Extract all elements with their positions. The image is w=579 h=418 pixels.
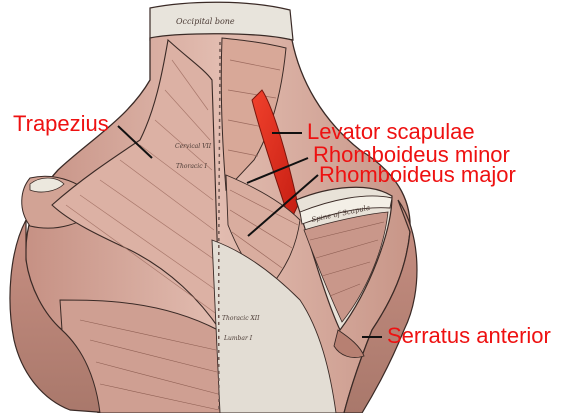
splenius-fibers xyxy=(227,59,281,157)
label-serratus-anterior: Serratus anterior xyxy=(387,323,551,348)
infraspinatus-fibers xyxy=(309,221,385,297)
left-arm xyxy=(9,219,111,414)
leader-line-rh-major xyxy=(247,174,319,237)
trapezius-muscle xyxy=(51,38,221,332)
label-rhomboideus-minor: Rhomboideus minor xyxy=(313,142,510,167)
rhomboid-fibers xyxy=(229,189,299,283)
latissimus-fibers xyxy=(79,319,220,411)
scapula-spine xyxy=(299,195,393,225)
vertebra-mark: Lumbar I xyxy=(223,335,253,342)
leader-line-rh-minor xyxy=(246,157,309,184)
infraspinatus-muscle xyxy=(303,211,389,323)
label-levator-scapulae: Levator scapulae xyxy=(307,119,475,144)
thoracolumbar-fascia xyxy=(211,239,337,414)
vertebra-mark: Thoracic XII xyxy=(222,315,260,322)
vertebra-mark: Thoracic I xyxy=(176,163,207,170)
trapezius-fibers xyxy=(65,59,219,316)
serratus-anterior-muscle xyxy=(333,329,365,358)
label-trapezius: Trapezius xyxy=(13,111,109,136)
label-rhomboideus-major: Rhomboideus major xyxy=(319,162,516,187)
leader-lines xyxy=(117,125,382,338)
left-acromion xyxy=(29,177,65,193)
vertebra-mark: Cervical VII xyxy=(175,143,212,150)
occipital-caption: Occipital bone xyxy=(176,17,235,26)
leader-line-trapezius xyxy=(117,125,153,159)
vertebra-marks: Cervical VII Thoracic I Thoracic XII Lum… xyxy=(175,143,260,342)
spinous-processes xyxy=(217,41,221,414)
